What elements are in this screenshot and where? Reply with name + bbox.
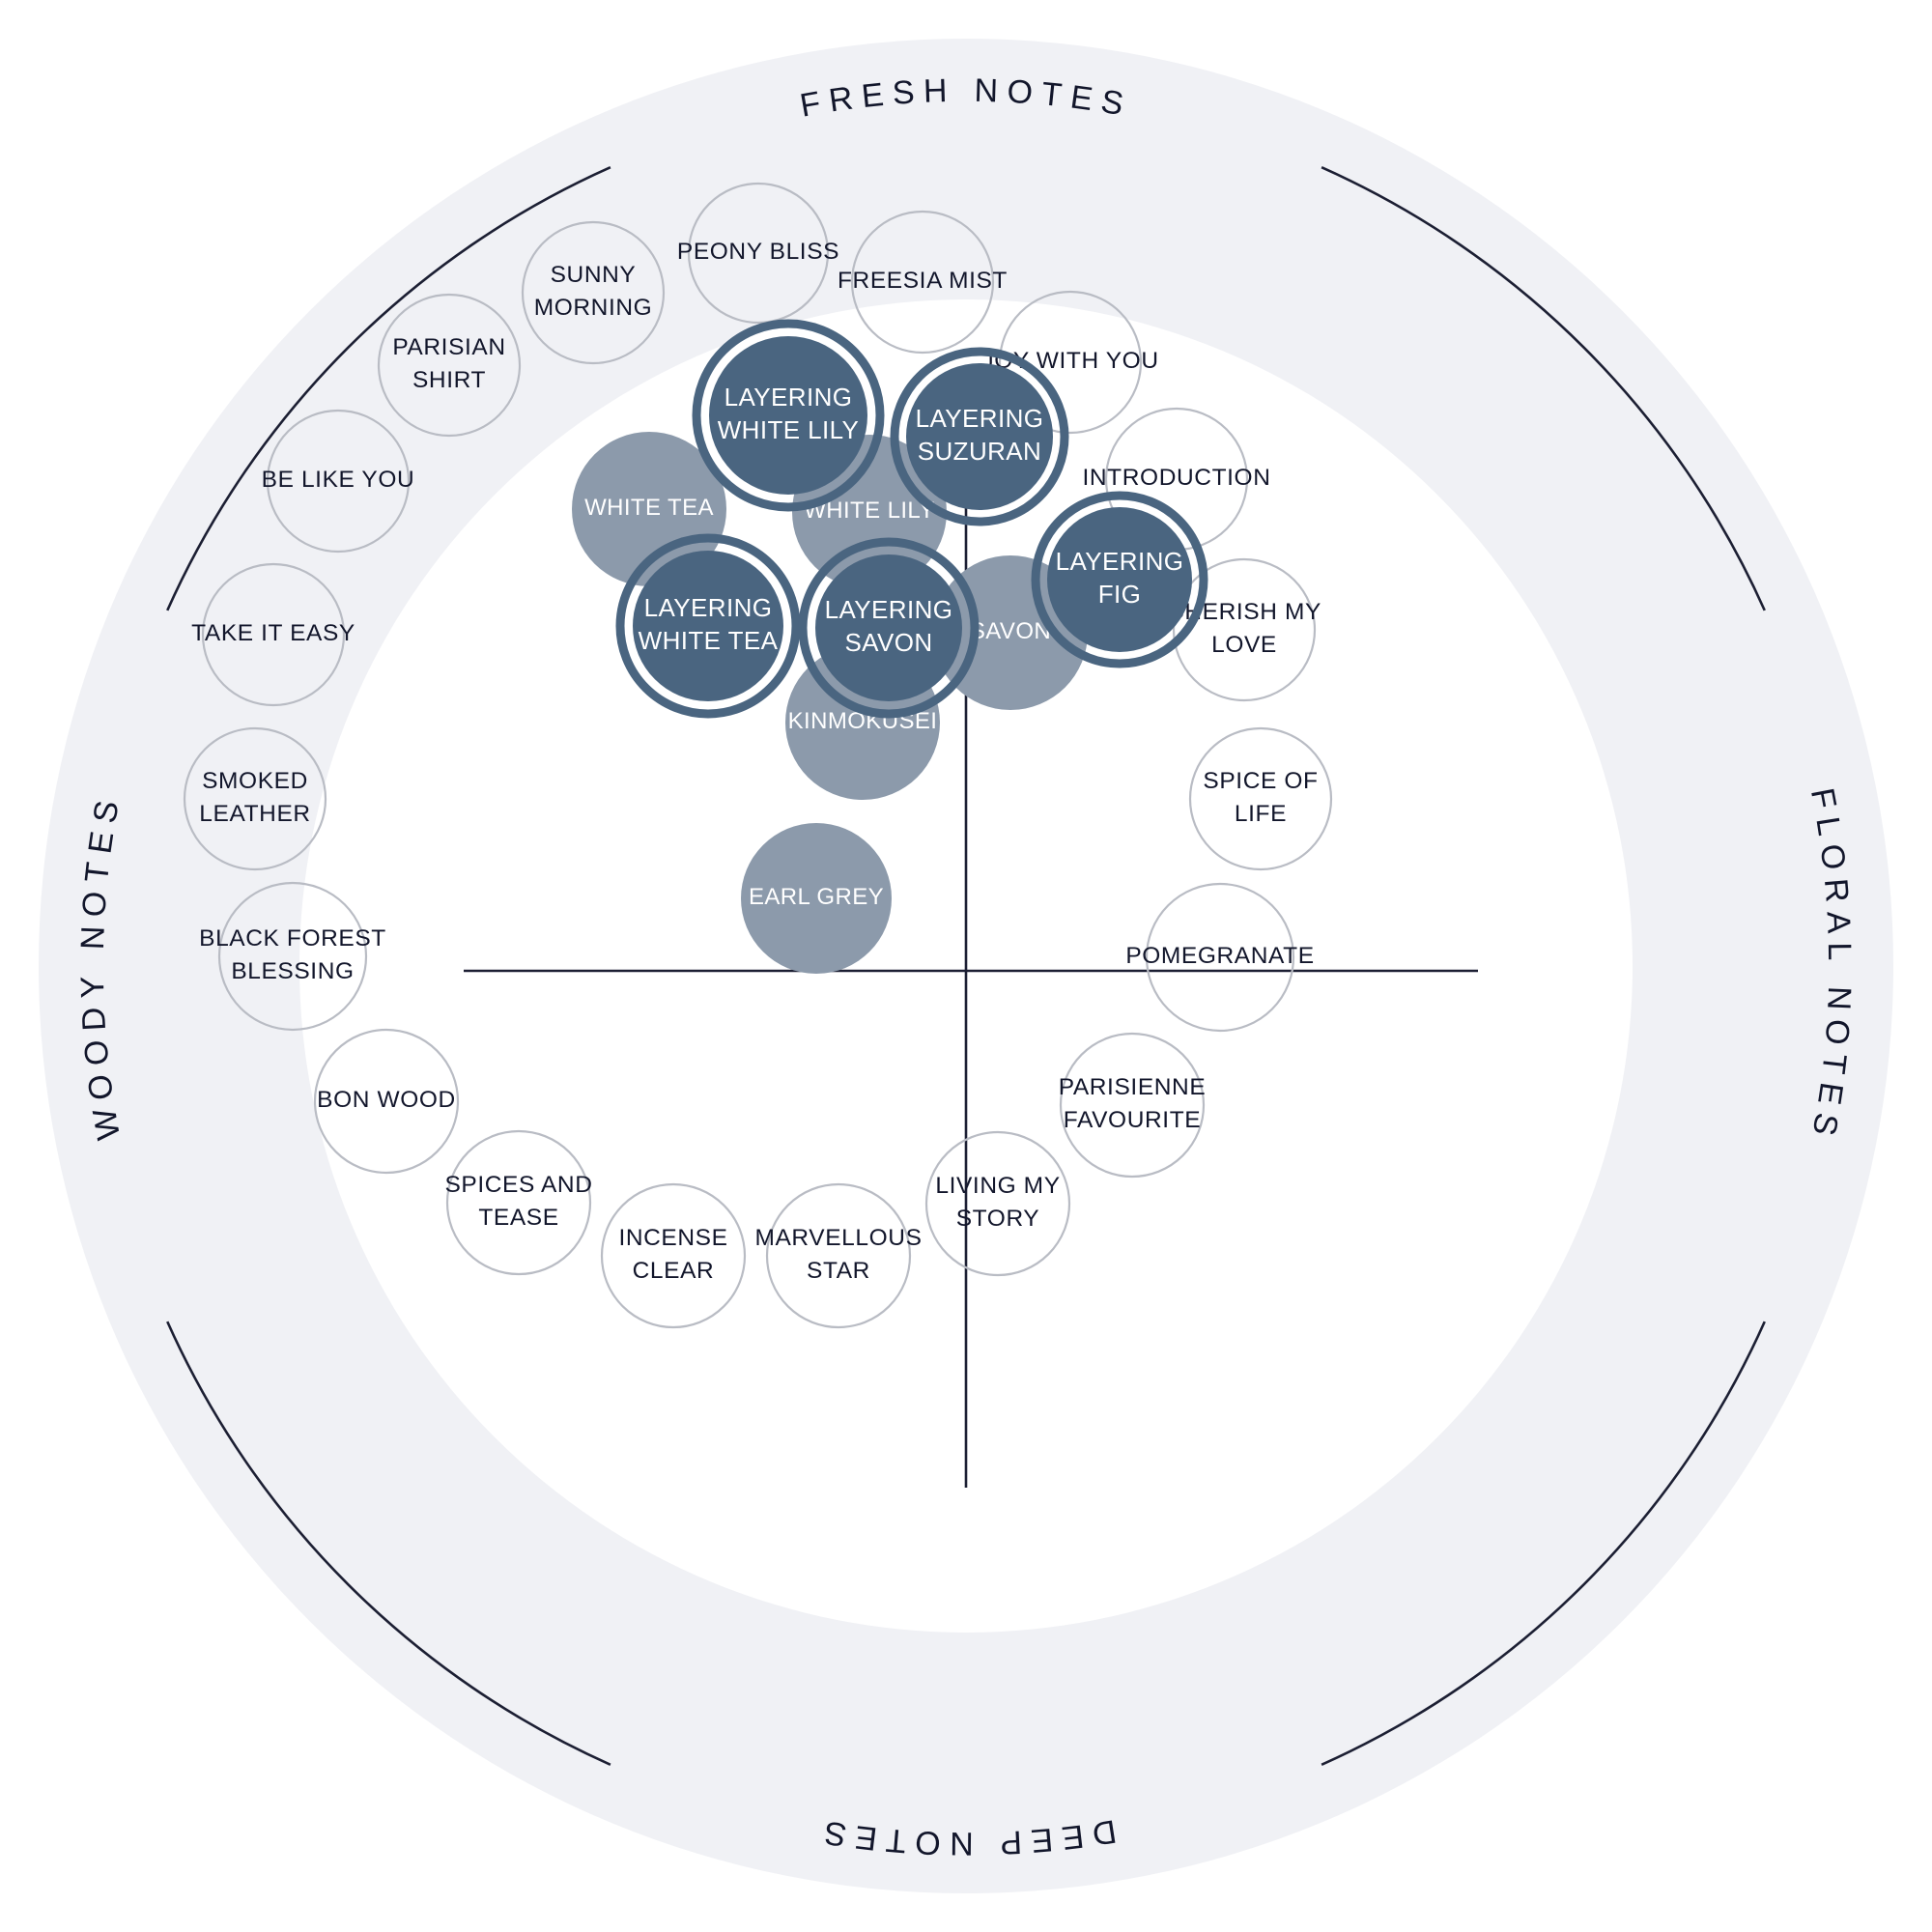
- highlight-bubble-halo: [615, 533, 801, 719]
- quadrant-separator-arcs: [166, 166, 1766, 1766]
- highlight-bubble-circle[interactable]: [815, 554, 962, 701]
- highlight-bubble-circle[interactable]: [633, 551, 783, 701]
- quadrant-separator-arc: [1321, 1321, 1766, 1766]
- outer-ring-circle[interactable]: [1172, 557, 1317, 702]
- outer-ring-circle[interactable]: [1188, 726, 1333, 871]
- outer-ring-circle[interactable]: [765, 1182, 912, 1329]
- outer-ring-item-label: FREESIA MIST: [838, 268, 1008, 294]
- outer-ring-circle[interactable]: [850, 210, 995, 355]
- outer-ring-circle[interactable]: [201, 562, 346, 707]
- ghost-bubble-circle[interactable]: [572, 432, 726, 586]
- outer-ring-item[interactable]: POMEGRANATE: [1125, 882, 1314, 1033]
- outer-ring-item-label: POMEGRANATE: [1125, 943, 1314, 969]
- outer-ring-item-label: INTRODUCTION: [1082, 465, 1270, 491]
- outer-ring-circle[interactable]: [183, 726, 327, 871]
- outer-ring-circle[interactable]: [445, 1129, 592, 1276]
- ghost-bubble-label: WHITE TEA: [584, 495, 714, 521]
- outer-ring-item[interactable]: BON WOOD: [313, 1028, 460, 1175]
- outer-ring-circle[interactable]: [998, 290, 1143, 435]
- outer-ring-circle[interactable]: [377, 293, 522, 438]
- quadrant-separator-arc: [166, 1321, 611, 1766]
- quadrant-separator-arc: [1321, 166, 1766, 611]
- outer-ring-circle[interactable]: [600, 1182, 747, 1329]
- ghost-bubble-label: SAVON: [970, 618, 1051, 644]
- outer-ring-circle[interactable]: [521, 220, 666, 365]
- outer-ring-circle[interactable]: [924, 1130, 1071, 1277]
- outer-ring-circle[interactable]: [687, 182, 830, 325]
- highlight-bubble-circle[interactable]: [709, 336, 867, 495]
- ghost-bubble-label: EARL GREY: [749, 884, 884, 910]
- highlight-bubble-halo: [798, 537, 980, 719]
- highlight-bubble-halo: [692, 319, 885, 512]
- outer-ring-item-label: PEONY BLISS: [677, 239, 839, 265]
- outer-ring-item[interactable]: BE LIKE YOU: [262, 409, 415, 554]
- highlight-bubble-halo: [1031, 491, 1208, 668]
- outer-ring-item[interactable]: TAKE IT EASY: [191, 562, 355, 707]
- outer-ring-item[interactable]: FREESIA MIST: [838, 210, 1008, 355]
- ghost-bubble-circle[interactable]: [741, 823, 892, 974]
- outer-ring-circle[interactable]: [1059, 1032, 1206, 1179]
- outer-ring-item-label: BON WOOD: [317, 1087, 456, 1113]
- outer-ring-circle[interactable]: [266, 409, 411, 554]
- highlight-bubble-halo: [890, 347, 1069, 526]
- outer-ring-item[interactable]: PEONY BLISS: [677, 182, 839, 325]
- highlight-bubble-circle[interactable]: [1047, 507, 1192, 652]
- ghost-bubble[interactable]: EARL GREY: [741, 823, 892, 974]
- outer-ring-circle[interactable]: [313, 1028, 460, 1175]
- outer-ring-item[interactable]: INTRODUCTION: [1082, 407, 1270, 552]
- outer-ring-item-label: TAKE IT EASY: [191, 620, 355, 646]
- outer-ring-circle[interactable]: [1145, 882, 1295, 1033]
- outer-ring-circle[interactable]: [217, 881, 368, 1032]
- highlight-bubble-circle[interactable]: [906, 363, 1053, 510]
- outer-ring-item-label: BE LIKE YOU: [262, 467, 415, 493]
- quadrant-separator-arc: [166, 166, 611, 611]
- ghost-bubble[interactable]: WHITE TEA: [572, 432, 726, 586]
